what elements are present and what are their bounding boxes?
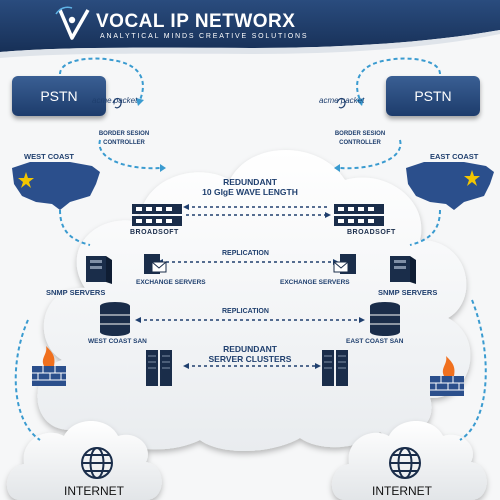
exchange-server-right-icon (333, 254, 356, 274)
wave-line-1: REDUNDANT (223, 177, 277, 187)
core-links (138, 206, 362, 367)
snmp-servers-left-label: SNMP SERVERS (46, 288, 106, 297)
connector-lines (14, 57, 487, 441)
wave-line-2: 10 GIgE WAVE LENGTH (202, 187, 298, 197)
west-coast-san-label: WEST COAST SAN (88, 338, 147, 345)
acme-packet-right-label: acme packet (319, 96, 365, 105)
globe-right-icon (389, 447, 421, 479)
wave-length-label: REDUNDANT 10 GIgE WAVE LENGTH (180, 177, 320, 197)
header-swoosh (0, 30, 500, 58)
internet-left-label: INTERNET (64, 484, 124, 498)
us-map-west (12, 162, 100, 210)
clusters-line-2: SERVER CLUSTERS (208, 354, 292, 364)
snmp-server-left-icon (86, 256, 112, 284)
exchange-servers-left-label: EXCHANGE SERVERS (136, 279, 206, 286)
header-tagline: ANALYTICAL MINDS CREATIVE SOLUTIONS (100, 33, 309, 40)
star-icon (464, 170, 480, 186)
internet-cloud-right (331, 421, 487, 500)
east-coast-label: EAST COAST (430, 152, 479, 161)
replication-label-1: REPLICATION (222, 250, 269, 257)
v-person-logo-icon (55, 6, 90, 40)
header-title: VOCAL IP NETWORX (96, 11, 296, 32)
us-map-east (406, 162, 494, 210)
star-icon (18, 172, 34, 188)
controller-line-2: CONTROLLER (103, 140, 145, 146)
exchange-servers-right-label: EXCHANGE SERVERS (280, 279, 350, 286)
broadsoft-switch-right-icon (334, 204, 384, 226)
internet-right-label: INTERNET (372, 484, 432, 498)
west-coast-label: WEST COAST (24, 152, 74, 161)
broadsoft-switch-left-icon (132, 204, 182, 226)
snmp-servers-right-label: SNMP SERVERS (378, 288, 438, 297)
controller-line-1: BORDER SESION (98, 131, 150, 137)
header-banner (0, 0, 500, 52)
exchange-server-left-icon (144, 254, 167, 274)
acme-packet-logo-icon (112, 97, 346, 109)
pstn-right-box[interactable]: PSTN (386, 76, 480, 116)
replication-label-2: REPLICATION (222, 308, 269, 315)
border-controller-right-label: BORDER SESION CONTROLLER (320, 130, 400, 148)
server-cluster-right-icon (322, 350, 348, 386)
connector-arrowheads (136, 98, 364, 172)
pstn-left-box[interactable]: PSTN (12, 76, 106, 116)
east-coast-san-label: EAST COAST SAN (346, 338, 404, 345)
san-storage-right-icon (370, 302, 400, 336)
server-clusters-label: REDUNDANT SERVER CLUSTERS (188, 344, 312, 364)
border-controller-left-label: BORDER SESION CONTROLLER (84, 130, 164, 148)
broadsoft-left-label: BROADSOFT (130, 229, 179, 236)
controller-line-2: CONTROLLER (339, 140, 381, 146)
snmp-server-right-icon (390, 256, 416, 284)
broadsoft-right-label: BROADSOFT (347, 229, 396, 236)
firewall-left-icon (32, 346, 66, 386)
internet-cloud-left (6, 421, 162, 500)
server-cluster-left-icon (146, 350, 172, 386)
core-link-arrowheads (135, 204, 365, 369)
globe-left-icon (81, 447, 113, 479)
san-storage-left-icon (100, 302, 130, 336)
controller-line-1: BORDER SESION (334, 131, 386, 137)
firewall-right-icon (430, 356, 464, 396)
acme-packet-left-label: acme packet (92, 96, 138, 105)
clusters-line-1: REDUNDANT (223, 344, 277, 354)
